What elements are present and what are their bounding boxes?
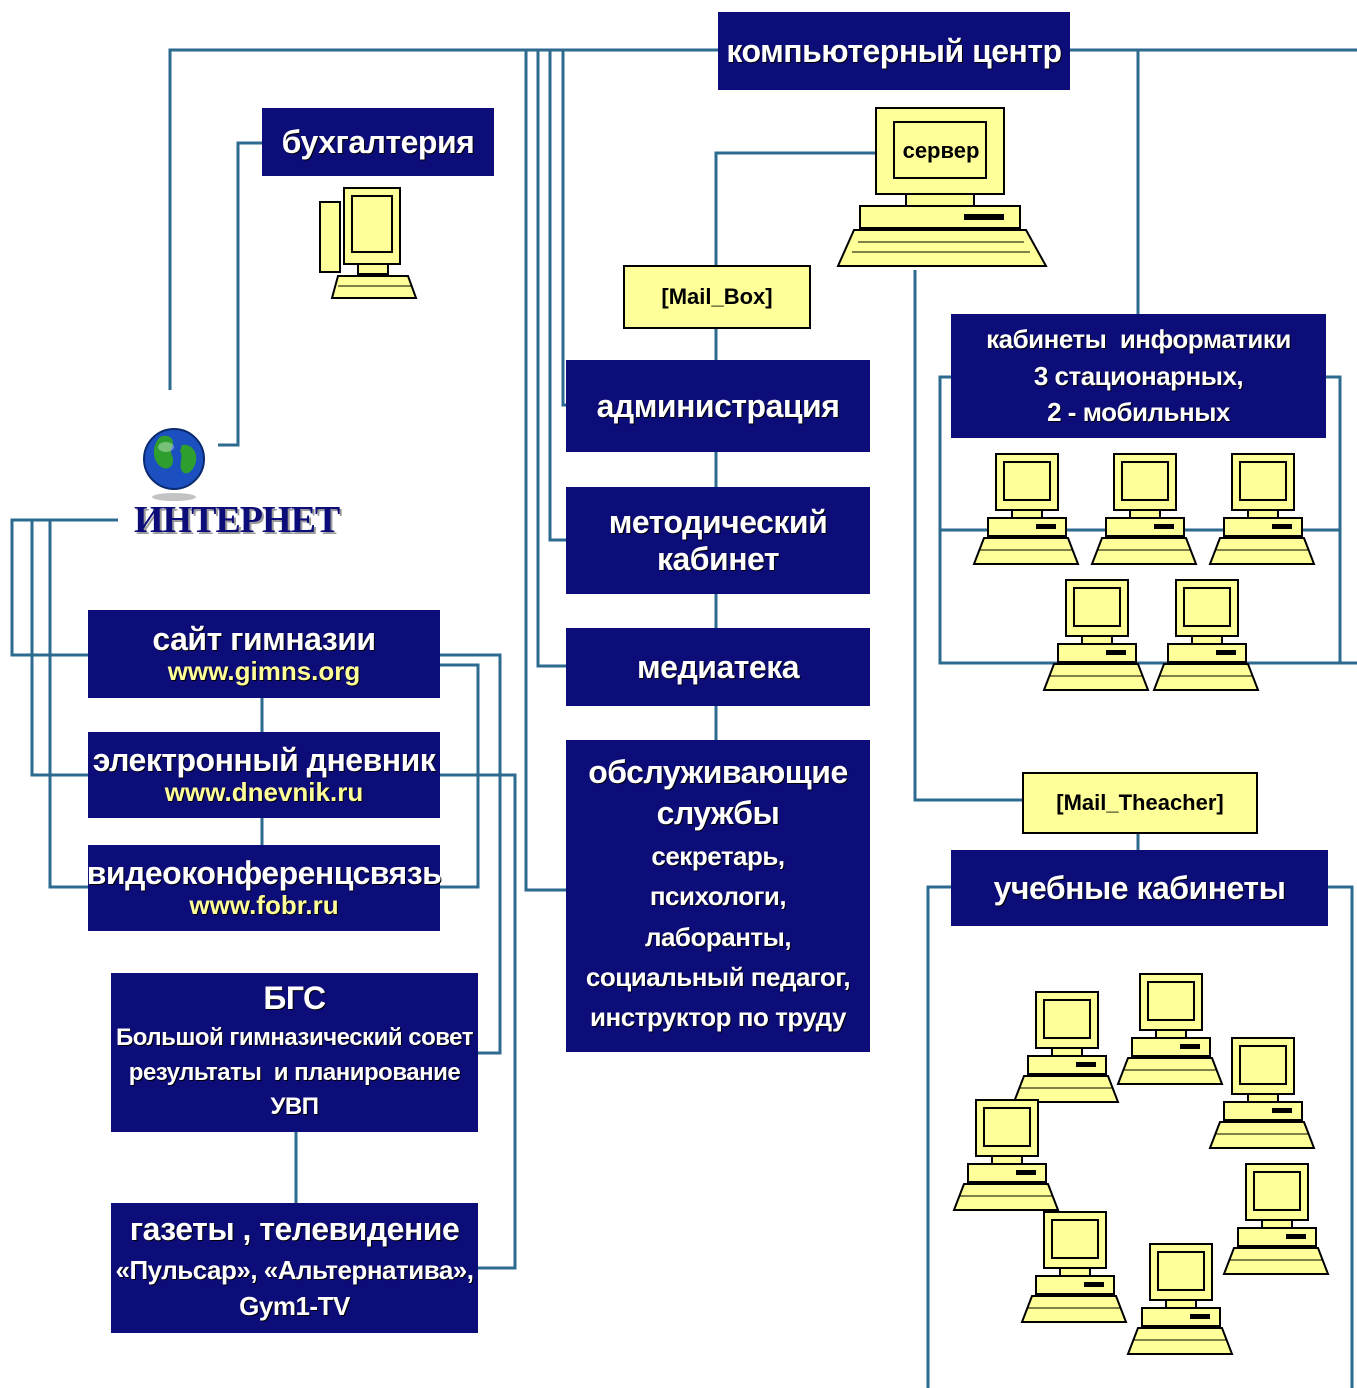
- computer-icon: [836, 107, 1048, 267]
- classrooms-box[interactable]: учебные кабинеты: [951, 850, 1328, 926]
- site-url[interactable]: www.gimns.org: [167, 656, 361, 687]
- wire-accounting: [218, 141, 262, 447]
- computer-icon: [319, 187, 418, 299]
- computer-icon: [1012, 991, 1120, 1103]
- media-line2: Gym1-TV: [239, 1291, 350, 1322]
- methodical-line1: методический: [608, 503, 828, 540]
- wire-media: [536, 50, 568, 668]
- wire-server-mailbox: [714, 151, 880, 265]
- services-box[interactable]: обслуживающие службы секретарь, психолог…: [566, 740, 870, 1052]
- computer-icon: [1208, 1037, 1316, 1149]
- services-item: социальный педагог,: [585, 961, 851, 992]
- computer-icon: [1222, 1163, 1330, 1275]
- video-url[interactable]: www.fobr.ru: [189, 890, 339, 921]
- services-item: лаборанты,: [644, 921, 792, 952]
- mailbox-label: [Mail_Box]: [623, 265, 811, 329]
- mediateka-title: медиатека: [636, 648, 800, 685]
- mediateka-box[interactable]: медиатека: [566, 628, 870, 706]
- computer-center-box[interactable]: компьютерный центр: [718, 12, 1070, 90]
- bgs-line2: результаты и планирование: [128, 1058, 461, 1086]
- wire-internet-center: [168, 48, 720, 390]
- media-title: газеты , телевидение: [129, 1211, 460, 1248]
- accounting-box[interactable]: бухгалтерия: [262, 108, 494, 176]
- video-box[interactable]: видеоконференцсвязь www.fobr.ru: [86, 845, 442, 931]
- wire-diary-media: [440, 773, 517, 1270]
- services-line1: обслуживающие: [588, 754, 848, 791]
- wire-admin: [561, 50, 568, 407]
- computer-icon: [1090, 453, 1198, 565]
- computer-icon: [1152, 579, 1260, 691]
- computer-icon: [952, 1099, 1060, 1211]
- wire-method: [548, 50, 568, 542]
- globe-icon: [143, 428, 205, 501]
- informatics-line1: кабинеты информатики: [986, 324, 1291, 355]
- computer-icon: [972, 453, 1080, 565]
- computer-icon: [1042, 579, 1150, 691]
- bgs-line3: УВП: [270, 1093, 319, 1121]
- wire-classrooms-left: [926, 885, 953, 1388]
- services-line2: службы: [656, 795, 780, 832]
- site-title: сайт гимназии: [152, 620, 376, 657]
- informatics-line3: 2 - мобильных: [1047, 397, 1230, 428]
- internet-label: ИНТЕРНЕТ: [134, 499, 340, 541]
- methodical-line2: кабинет: [656, 540, 780, 577]
- diary-title: электронный дневник: [92, 741, 436, 778]
- wire-classrooms-right: [1328, 885, 1354, 1388]
- wire-site-bgs: [440, 653, 502, 1055]
- administration-box[interactable]: администрация: [566, 360, 870, 452]
- methodical-box[interactable]: методический кабинет: [566, 487, 870, 594]
- wire-informatics-net: [938, 375, 1357, 665]
- administration-title: администрация: [596, 387, 840, 424]
- services-item: психологи,: [649, 881, 787, 912]
- computer-icon: [1116, 973, 1224, 1085]
- mail-teacher-label: [Mail_Theacher]: [1022, 772, 1258, 834]
- wire-internet-l3: [48, 520, 90, 889]
- informatics-line2: 3 стационарных,: [1033, 360, 1244, 391]
- computer-icon: [1126, 1243, 1234, 1355]
- media-box[interactable]: газеты , телевидение «Пульсар», «Альтерн…: [111, 1203, 478, 1333]
- wire-internet-l2: [30, 520, 90, 777]
- accounting-title: бухгалтерия: [281, 123, 475, 160]
- video-title: видеоконференцсвязь: [86, 854, 442, 891]
- site-box[interactable]: сайт гимназии www.gimns.org: [88, 610, 440, 698]
- diary-box[interactable]: электронный дневник www.dnevnik.ru: [88, 732, 440, 818]
- wire-informatics-right: [1325, 375, 1342, 663]
- computer-center-title: компьютерный центр: [726, 32, 1062, 69]
- bgs-line1: Большой гимназический совет: [116, 1023, 473, 1051]
- diary-url[interactable]: www.dnevnik.ru: [164, 777, 364, 808]
- services-item: секретарь,: [651, 841, 785, 872]
- computer-icon: [1208, 453, 1316, 565]
- classrooms-title: учебные кабинеты: [993, 869, 1286, 906]
- server-label: сервер: [902, 138, 980, 163]
- bgs-box[interactable]: БГС Большой гимназический совет результа…: [111, 973, 478, 1132]
- media-line1: «Пульсар», «Альтернатива»,: [115, 1255, 474, 1285]
- services-item: инструктор по труду: [590, 1002, 846, 1033]
- wire-services: [524, 50, 568, 892]
- computer-icon: [1020, 1211, 1128, 1323]
- informatics-box[interactable]: кабинеты информатики 3 стационарных, 2 -…: [951, 314, 1326, 438]
- bgs-title: БГС: [263, 979, 326, 1016]
- wire-server-teacher: [913, 270, 1023, 802]
